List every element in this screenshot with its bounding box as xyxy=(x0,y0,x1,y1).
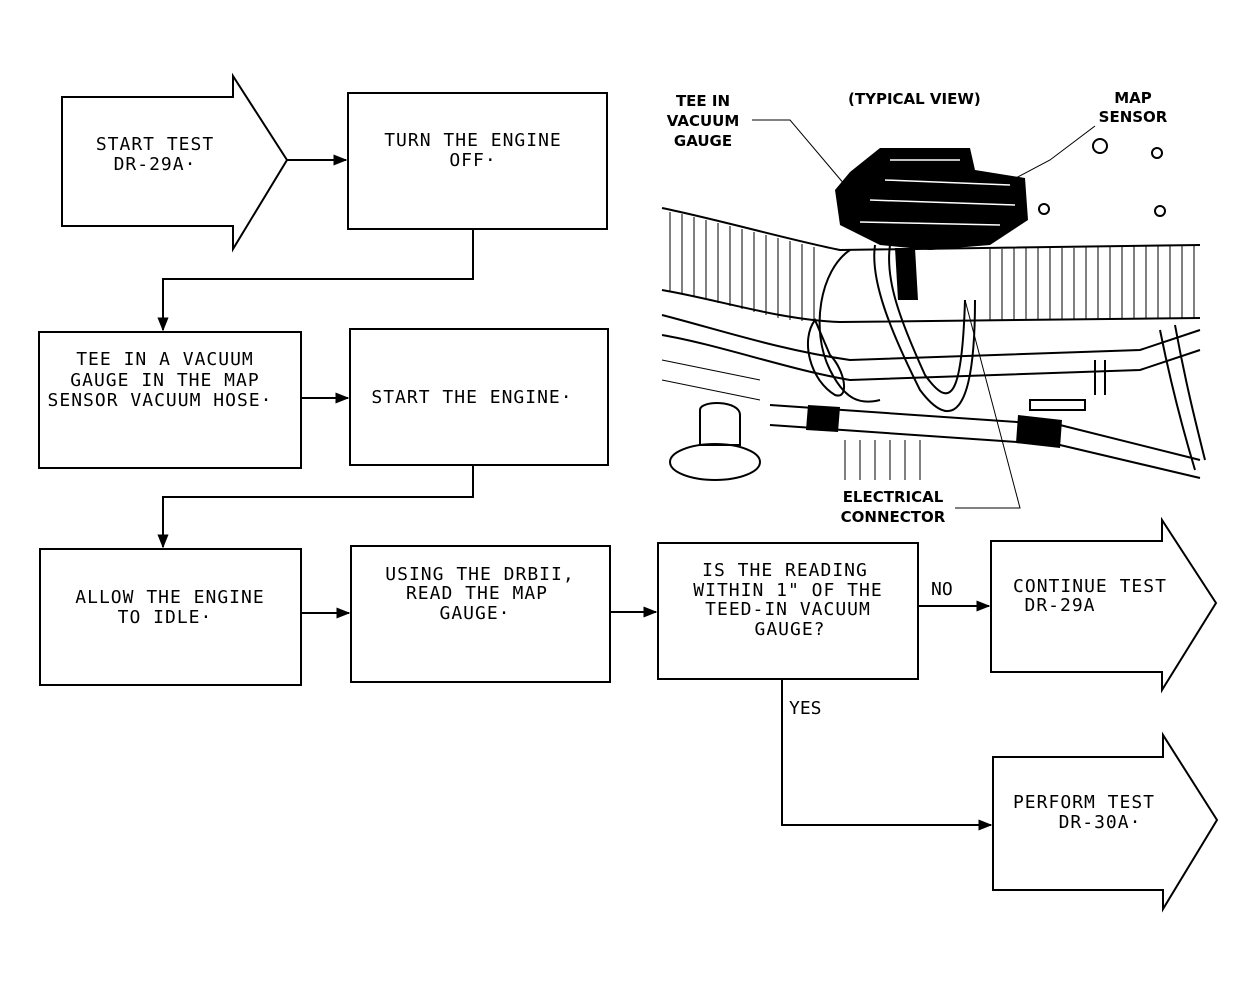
callout-map-line-1: MAP xyxy=(1114,89,1152,107)
decision-line-4: GAUGE? xyxy=(754,619,825,640)
lower-engine-detail xyxy=(661,314,1206,481)
tee-gauge-line-1: TEE IN A VACUUM xyxy=(76,349,254,370)
turn-off-line-2: OFF· xyxy=(449,150,496,171)
end-perform-test-node: PERFORM TEST DR-30A· xyxy=(992,731,1219,913)
leader-map xyxy=(1011,125,1096,181)
tee-gauge-line-3: SENSOR VACUUM HOSE· xyxy=(48,390,273,411)
engine-illustration: (TYPICAL VIEW) TEE IN VACUUM GAUGE MAP S… xyxy=(661,89,1206,526)
mount-hole-4 xyxy=(1154,205,1166,217)
label-no: NO xyxy=(931,579,953,600)
map-sensor-body xyxy=(835,148,1028,250)
mount-hole-2 xyxy=(1151,147,1163,159)
connector-decision-yes xyxy=(781,679,993,831)
turn-off-line-1: TURN THE ENGINE xyxy=(384,130,562,151)
callout-connector-line-1: ELECTRICAL xyxy=(843,488,944,506)
step-tee-vacuum-gauge: TEE IN A VACUUM GAUGE IN THE MAP SENSOR … xyxy=(38,331,302,469)
read-map-line-2: READ THE MAP xyxy=(406,583,548,604)
read-map-line-1: USING THE DRBII, xyxy=(385,564,574,585)
leader-connector xyxy=(955,299,1021,509)
step-idle-engine: ALLOW THE ENGINE TO IDLE· xyxy=(39,548,302,686)
perform-test-line-2: DR-30A· xyxy=(1059,812,1142,833)
start-test-line-2: DR-29A· xyxy=(114,154,197,175)
step-start-engine: START THE ENGINE· xyxy=(349,328,609,466)
start-test-line-1: START TEST xyxy=(96,134,214,155)
start-test-node: START TEST DR-29A· xyxy=(61,72,289,253)
continue-test-line-1: CONTINUE TEST xyxy=(1013,576,1167,597)
corrugated-hose xyxy=(661,207,1201,324)
decision-line-1: IS THE READING xyxy=(702,560,868,581)
connector-turn-off-to-tee xyxy=(157,229,474,332)
idle-line-1: ALLOW THE ENGINE xyxy=(75,587,264,608)
step-turn-engine-off: TURN THE ENGINE OFF· xyxy=(347,92,608,230)
label-yes: YES xyxy=(789,698,822,719)
decision-reading-within-1-inch: IS THE READING WITHIN 1" OF THE TEED-IN … xyxy=(657,542,919,680)
callout-tee-line-3: GAUGE xyxy=(674,132,732,150)
callout-tee-line-2: VACUUM xyxy=(667,112,740,130)
decision-line-2: WITHIN 1" OF THE xyxy=(693,580,882,601)
mount-hole-1 xyxy=(1092,138,1108,154)
callout-connector-line-2: CONNECTOR xyxy=(841,508,946,526)
mount-hole-3 xyxy=(1038,203,1050,215)
connector-start-engine-to-idle xyxy=(157,465,474,549)
start-engine-line-1: START THE ENGINE· xyxy=(371,387,572,408)
perform-test-line-1: PERFORM TEST xyxy=(1013,792,1155,813)
read-map-line-3: GAUGE· xyxy=(439,603,510,624)
idle-line-2: TO IDLE· xyxy=(118,607,213,628)
continue-test-line-2: DR-29A xyxy=(1024,595,1095,616)
flow-connectors: NO YES xyxy=(157,154,993,831)
callout-map-line-2: SENSOR xyxy=(1099,108,1168,126)
end-continue-test-node: CONTINUE TEST DR-29A xyxy=(990,516,1218,694)
step-read-map-gauge: USING THE DRBII, READ THE MAP GAUGE· xyxy=(350,545,611,683)
tee-gauge-line-2: GAUGE IN THE MAP xyxy=(70,370,259,391)
decision-line-3: TEED-IN VACUUM xyxy=(705,599,871,620)
illustration-title: (TYPICAL VIEW) xyxy=(848,90,981,108)
callout-tee-line-1: TEE IN xyxy=(676,92,730,110)
vacuum-hoses xyxy=(806,244,976,413)
leader-tee xyxy=(752,119,846,186)
